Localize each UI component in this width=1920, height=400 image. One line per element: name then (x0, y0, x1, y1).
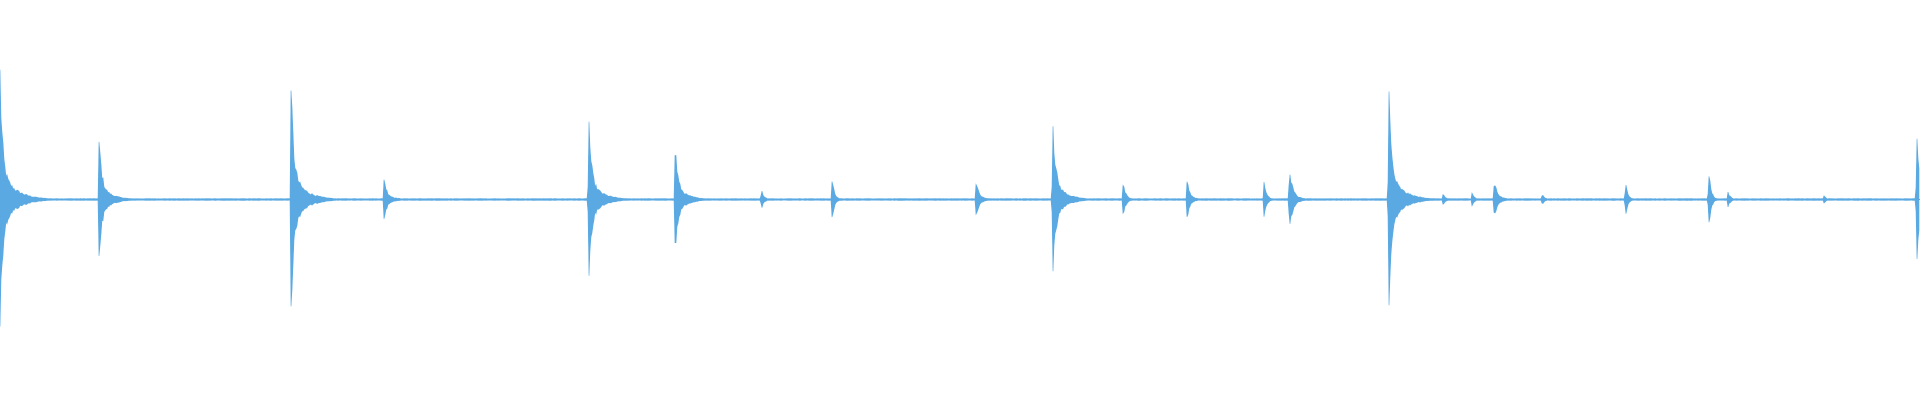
waveform-envelope (0, 69, 1920, 327)
